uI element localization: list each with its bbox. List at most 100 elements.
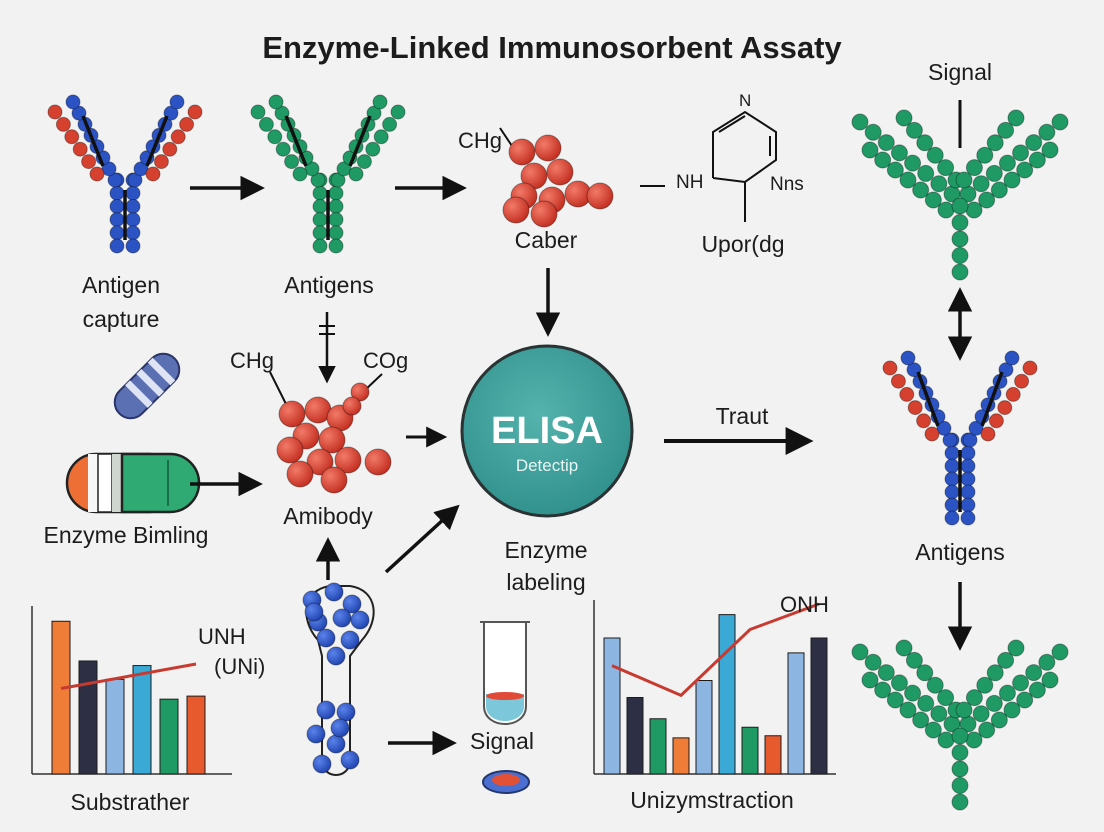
bead	[284, 154, 300, 170]
chart-bar	[764, 735, 782, 775]
bead	[330, 172, 346, 188]
chart-bar	[695, 680, 713, 775]
bead	[169, 94, 185, 110]
bead	[250, 104, 266, 120]
bead	[926, 146, 944, 164]
label-antigen-capture-1: Antigen	[82, 272, 160, 298]
bead	[328, 198, 344, 214]
bead	[960, 458, 976, 474]
bead	[912, 181, 930, 199]
label-nns: Nns	[770, 174, 804, 195]
bead	[951, 777, 969, 794]
bead	[926, 676, 944, 694]
bead	[179, 116, 195, 132]
bead	[965, 689, 983, 707]
bead	[955, 171, 973, 189]
bead	[944, 484, 960, 500]
label-unh-1: UNH	[198, 624, 246, 649]
bead	[899, 701, 917, 719]
bead	[348, 166, 364, 182]
bead	[990, 181, 1008, 199]
antibody-green-left	[250, 94, 406, 254]
disulfide-bond	[980, 371, 1004, 427]
bead	[998, 684, 1016, 702]
bead	[924, 721, 942, 739]
bead	[1025, 134, 1043, 152]
bead	[1016, 161, 1034, 179]
bead	[951, 744, 969, 761]
bead	[951, 727, 969, 745]
bead	[1004, 350, 1020, 366]
bead	[851, 113, 869, 131]
bead	[951, 793, 969, 811]
label-onh: ONH	[780, 592, 829, 617]
bead	[951, 263, 969, 281]
disulfide-bond	[81, 115, 105, 167]
bead	[930, 705, 948, 723]
label-caber: Caber	[515, 227, 578, 253]
disulfide-bond	[284, 115, 308, 167]
bead	[89, 166, 105, 182]
chart-bar	[105, 678, 125, 775]
bead	[944, 458, 960, 474]
bead	[382, 116, 398, 132]
chart-bar	[626, 697, 644, 775]
bead	[962, 432, 978, 448]
label-upor: Upor(dg	[701, 231, 784, 257]
bead	[942, 432, 958, 448]
bead	[907, 400, 923, 416]
bead	[1051, 643, 1069, 661]
bead	[899, 386, 915, 402]
disulfide-bond	[916, 371, 940, 427]
atom	[350, 382, 370, 402]
label-amibody: Amibody	[283, 503, 373, 529]
bead	[978, 721, 996, 739]
bead	[861, 141, 879, 159]
bar-chart-right	[593, 600, 836, 775]
arrow-diag	[384, 504, 460, 574]
label-n-top: N	[739, 91, 751, 110]
bead	[312, 238, 328, 254]
blue-bead	[340, 750, 360, 770]
atom	[276, 436, 304, 464]
label-unh-2: (UNi)	[214, 654, 265, 679]
blue-bead	[332, 608, 352, 628]
label-antigen-capture-2: capture	[83, 306, 160, 332]
bead	[81, 154, 97, 170]
bead	[109, 212, 125, 228]
chart2-trend-line	[611, 602, 820, 698]
antibody-blue-left	[47, 94, 203, 254]
label-enzyme-labeling-1: Enzyme	[504, 537, 587, 563]
bead	[125, 212, 141, 228]
bead	[965, 731, 983, 749]
bead	[145, 166, 161, 182]
bead	[1005, 386, 1021, 402]
bead	[47, 104, 63, 120]
bead	[944, 445, 960, 461]
elisa-title: ELISA	[491, 410, 603, 452]
atom	[364, 448, 392, 476]
bead	[292, 166, 308, 182]
bead	[997, 400, 1013, 416]
atom	[342, 396, 362, 416]
chart1-trend-line	[60, 662, 197, 690]
bead	[978, 191, 996, 209]
bead	[328, 238, 344, 254]
bead	[877, 664, 895, 682]
label-antigens-right: Antigens	[915, 539, 1005, 565]
bead	[997, 651, 1015, 669]
bead	[937, 201, 955, 219]
bead	[976, 676, 994, 694]
bead	[886, 691, 904, 709]
bead	[904, 684, 922, 702]
label-nh: NH	[676, 172, 703, 193]
bead	[924, 426, 940, 442]
bead	[109, 185, 125, 201]
bead	[109, 238, 125, 254]
bead	[976, 146, 994, 164]
bar-chart-left	[31, 606, 232, 775]
bead	[1038, 653, 1056, 671]
bead	[312, 225, 328, 241]
bead	[937, 689, 955, 707]
